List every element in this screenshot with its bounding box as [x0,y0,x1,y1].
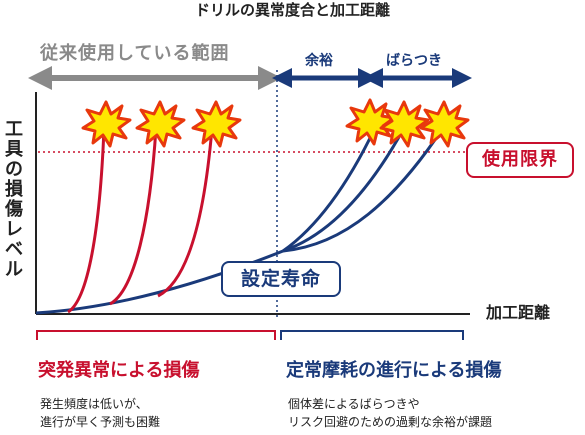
burst-icon [345,98,396,146]
description-line: 発生頻度は低いが、 [40,397,148,411]
sudden-curve-2 [109,127,158,306]
use-limit-box: 使用限界 [466,142,574,178]
burst-icon [419,100,470,148]
sudden-curve-3 [157,127,214,298]
wear-damage-description: 個体差によるばらつきや リスク回避のための過剰な余裕が課題 [288,395,492,431]
wear-damage-heading: 定常摩耗の進行による損傷 [286,360,502,381]
sudden-bracket [36,330,276,340]
burst-icon [191,100,242,148]
margin-range-label: 余裕 [305,53,333,69]
burst-icon [379,100,430,148]
wear-bracket [280,330,464,340]
burst-icon [135,100,186,148]
sudden-damage-description: 発生頻度は低いが、 進行が早く予測も困難 [40,395,160,431]
sudden-curve-1 [67,127,106,314]
description-line: リスク回避のための過剰な余裕が課題 [288,415,493,429]
set-life-box: 設定寿命 [221,261,341,297]
variation-range-label: ばらつき [386,53,442,69]
description-line: 個体差によるばらつきや [288,397,420,411]
wear-curve-1 [282,127,377,253]
description-line: 進行が早く予測も困難 [40,415,161,429]
burst-icon [81,100,132,148]
conventional-range-label: 従来使用している範囲 [40,43,230,64]
wear-curve-2 [282,127,406,253]
diagram-title: ドリルの異常度合と加工距離 [194,1,390,19]
x-axis-label: 加工距離 [486,303,551,322]
wear-curve-3 [282,127,445,253]
sudden-damage-heading: 突発異常による損傷 [38,360,200,381]
y-axis-label: 工具の損傷レベル [5,119,23,280]
